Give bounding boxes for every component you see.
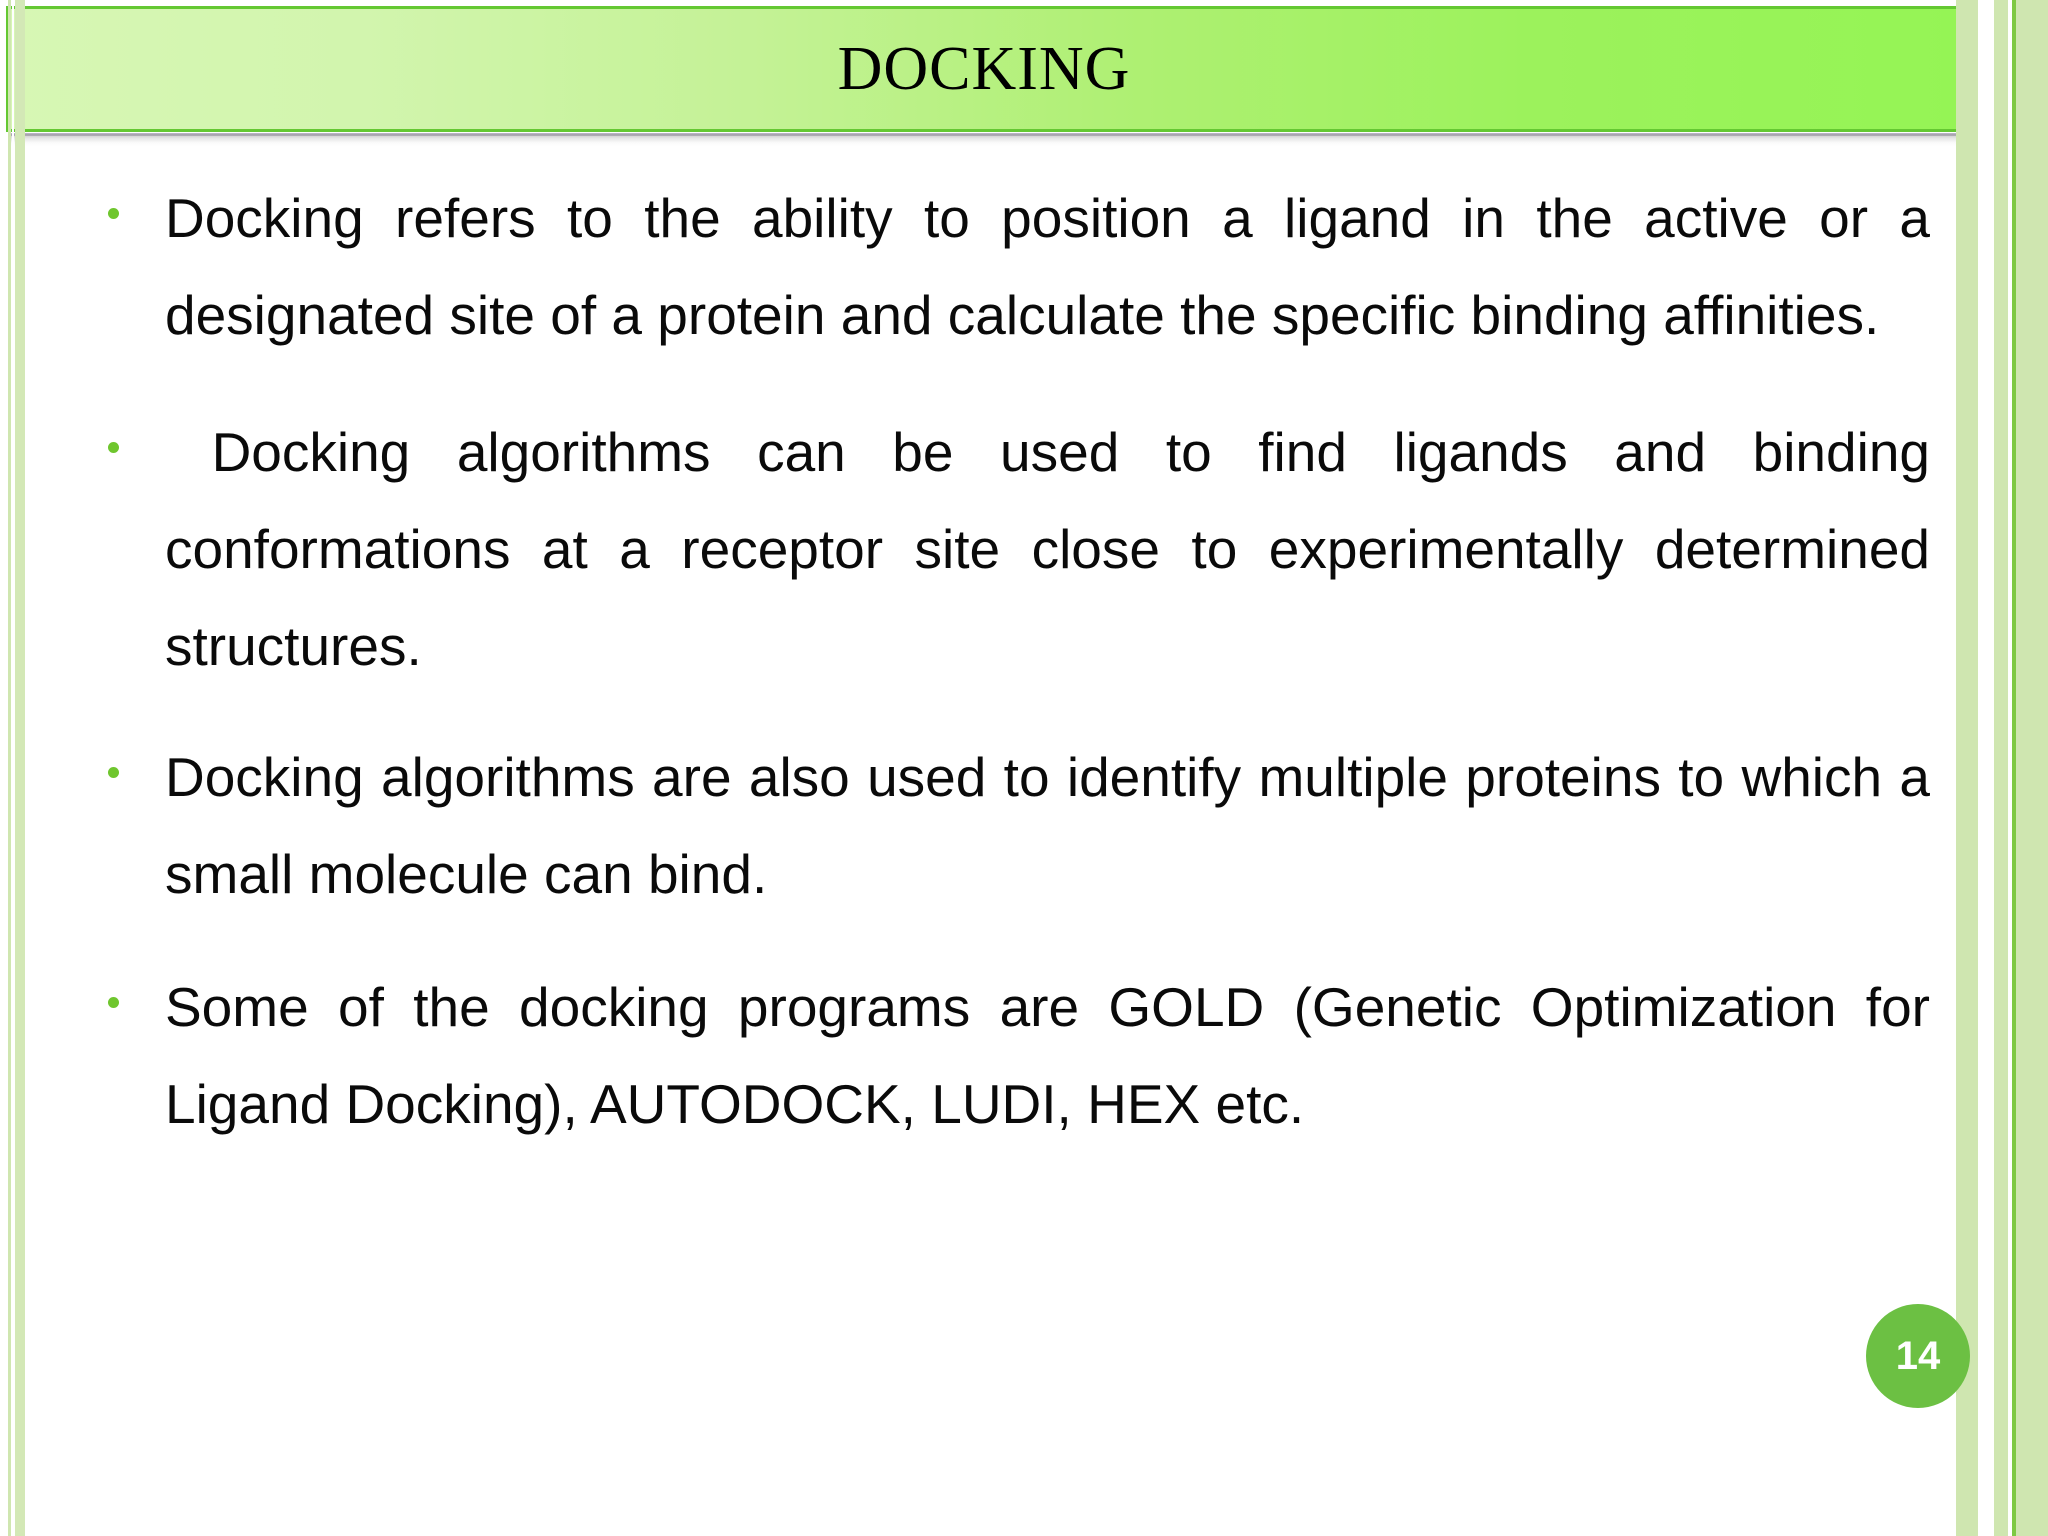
list-item: Docking algorithms are also used to iden… xyxy=(108,729,1930,923)
left-edge-decoration xyxy=(0,0,30,1536)
list-item: Docking algorithms can be used to find l… xyxy=(108,404,1930,695)
left-stripe-outer xyxy=(8,0,11,1536)
bullet-spacer xyxy=(108,364,1930,404)
right-stripe-3 xyxy=(2016,0,2048,1536)
slide-title-bar: DOCKING xyxy=(6,6,1962,132)
bullet-text-4: Some of the docking programs are GOLD (G… xyxy=(165,976,1946,1135)
slide-body: Docking refers to the ability to positio… xyxy=(108,170,1930,1153)
left-stripe-inner xyxy=(15,0,25,1536)
left-stripe-gap xyxy=(12,0,14,1536)
bullet-text-3: Docking algorithms are also used to iden… xyxy=(165,746,1946,905)
title-divider-shadow xyxy=(10,134,1966,146)
bullet-dot-icon xyxy=(108,997,119,1008)
right-stripe-2 xyxy=(1994,0,2008,1536)
page-number-badge: 14 xyxy=(1866,1304,1970,1408)
bullet-text-2: Docking algorithms can be used to find l… xyxy=(165,421,1946,677)
right-stripe-accent-line xyxy=(2012,0,2016,1536)
right-stripe-gap-1 xyxy=(1978,0,1994,1536)
bullet-marker xyxy=(108,729,165,778)
bullet-marker xyxy=(108,404,165,453)
bullet-text-1: Docking refers to the ability to positio… xyxy=(165,187,1946,346)
bullet-dot-icon xyxy=(108,442,119,453)
right-stripe-1 xyxy=(1956,0,1978,1536)
bullet-dot-icon xyxy=(108,208,119,219)
list-item: Docking refers to the ability to positio… xyxy=(108,170,1930,364)
bullet-dot-icon xyxy=(108,767,119,778)
page-title: DOCKING xyxy=(837,35,1131,103)
bullet-marker xyxy=(108,959,165,1008)
bullet-spacer xyxy=(108,695,1930,729)
page-number-label: 14 xyxy=(1895,1334,1941,1378)
right-edge-decoration xyxy=(1956,0,2048,1536)
bullet-marker xyxy=(108,170,165,219)
right-stripe-gap-2 xyxy=(2008,0,2012,1536)
bullet-spacer xyxy=(108,923,1930,959)
list-item: Some of the docking programs are GOLD (G… xyxy=(108,959,1930,1153)
